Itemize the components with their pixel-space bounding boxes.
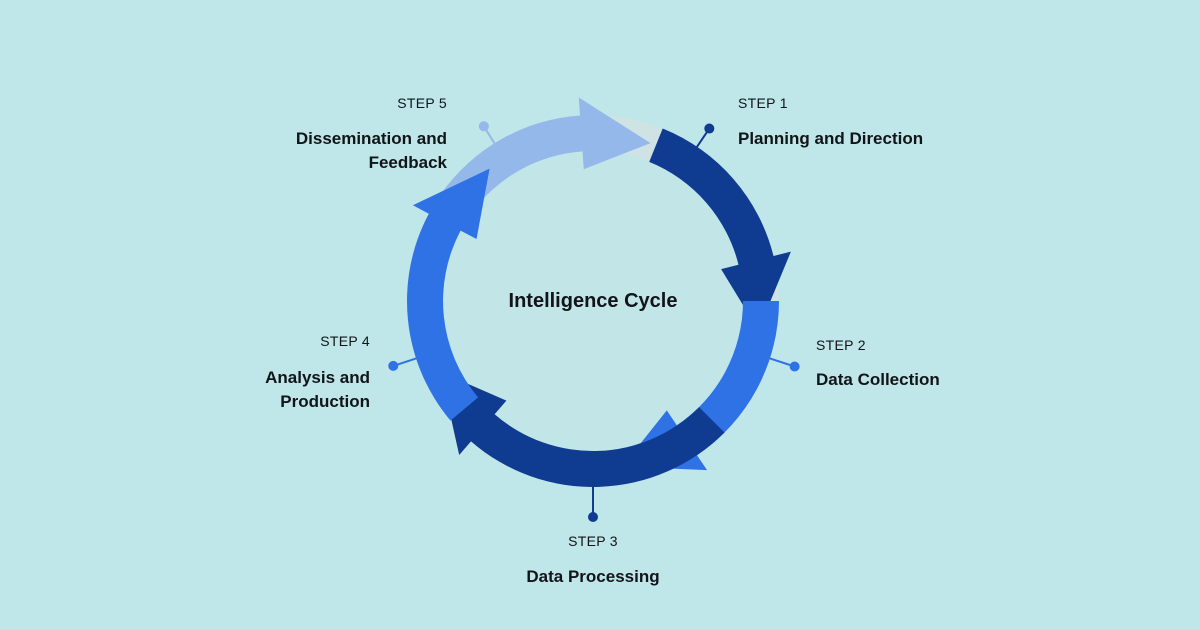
center-title: Intelligence Cycle: [508, 290, 678, 312]
step-4-number: STEP 4: [320, 333, 370, 349]
step-1-title: Planning and Direction: [738, 129, 924, 148]
step-4-title: Analysis and Production: [265, 368, 370, 411]
step-2-connector-dot: [789, 361, 800, 372]
step-5-title: Dissemination and Feedback: [295, 129, 447, 172]
step-5-connector-dot: [478, 121, 489, 132]
step-3-connector-dot: [588, 512, 598, 522]
step-3-number: STEP 3: [568, 533, 618, 549]
step-4-connector-dot: [388, 360, 399, 371]
step-connectors: [388, 121, 800, 522]
step-1-number: STEP 1: [738, 95, 788, 111]
step-1-arrow: [649, 128, 791, 331]
step-5-number: STEP 5: [397, 95, 447, 111]
step-3-arrow: [440, 372, 725, 487]
step-2-arrow: [622, 301, 779, 471]
step-2-number: STEP 2: [816, 337, 866, 353]
cycle-arrows: [407, 97, 791, 487]
step-3-title: Data Processing: [526, 567, 660, 586]
step-1-connector-dot: [704, 123, 715, 134]
step-4-arrow: [407, 168, 490, 421]
step-2-title: Data Collection: [816, 370, 940, 389]
step-5-arrow: [440, 97, 651, 215]
inner-disc: [445, 153, 741, 449]
